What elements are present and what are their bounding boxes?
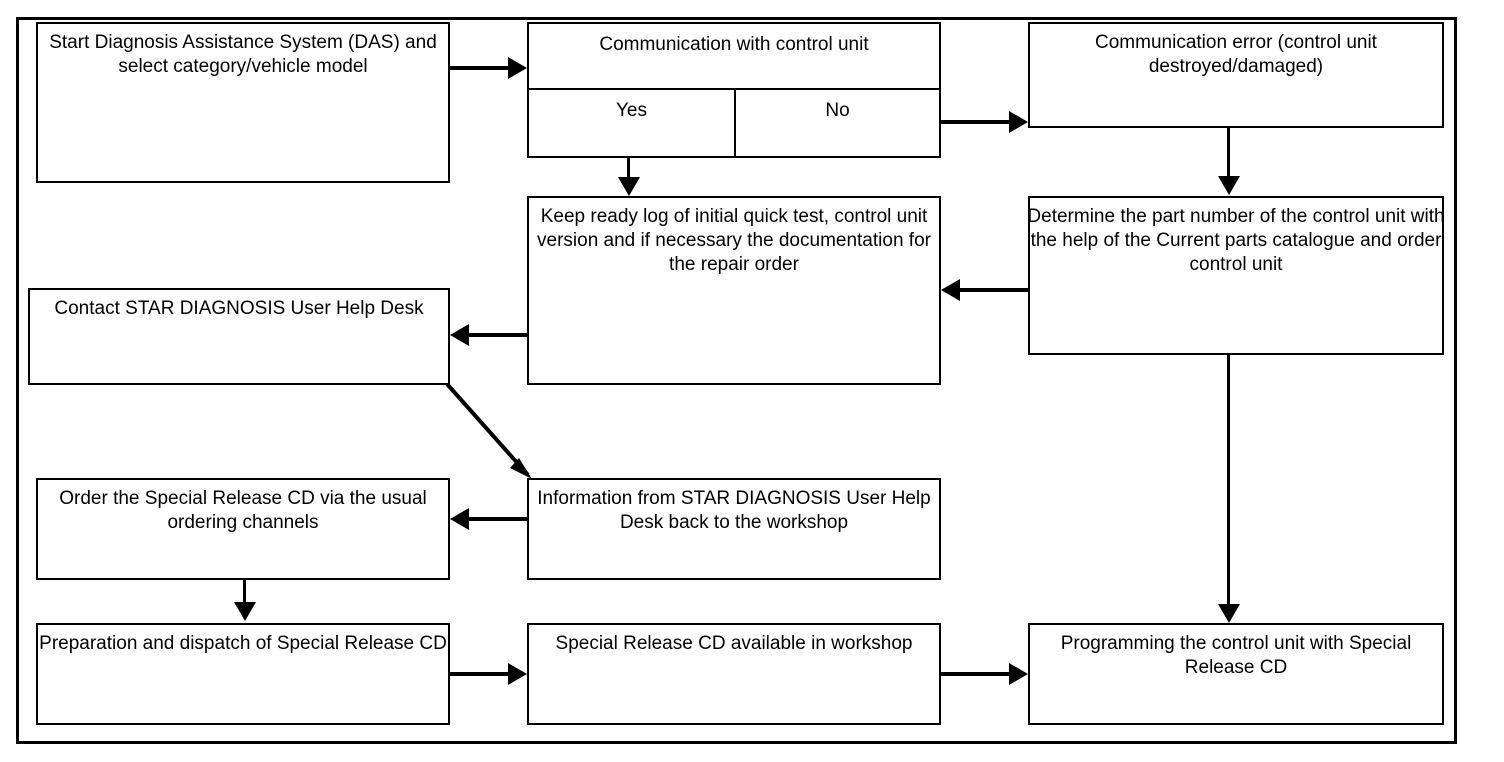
contact-help-desk-label: Contact STAR DIAGNOSIS User Help Desk	[54, 298, 424, 319]
edge-line	[960, 288, 1028, 292]
preparation-dispatch-node: Preparation and dispatch of Special Rele…	[36, 623, 450, 725]
keep-ready-log-node: Keep ready log of initial quick test, co…	[527, 196, 941, 385]
keep-ready-log-label: Keep ready log of initial quick test, co…	[537, 206, 931, 275]
edge-line	[1227, 128, 1230, 180]
edge-line	[243, 580, 246, 604]
programming-control-unit-label: Programming the control unit with Specia…	[1060, 633, 1412, 678]
programming-control-unit-node: Programming the control unit with Specia…	[1028, 623, 1444, 725]
communication-decision-node: Communication with control unit Yes No	[527, 22, 941, 158]
diagram-outer-border	[16, 17, 1457, 744]
determine-part-number-label: Determine the part number of the control…	[1027, 206, 1445, 275]
edge-contact-to-information-diagonal	[445, 382, 532, 479]
information-back-to-workshop-label: Information from STAR DIAGNOSIS User Hel…	[537, 488, 931, 533]
communication-decision-options: Yes No	[529, 90, 939, 156]
edge-line	[450, 66, 512, 70]
edge-line	[627, 158, 630, 183]
decision-option-yes[interactable]: Yes	[529, 90, 734, 156]
contact-help-desk-node: Contact STAR DIAGNOSIS User Help Desk	[28, 288, 450, 385]
decision-option-yes-label: Yes	[616, 100, 647, 121]
arrowhead-left-icon	[450, 324, 469, 346]
edge-line	[941, 120, 1013, 124]
edge-line	[468, 517, 527, 521]
start-diagnosis-label: Start Diagnosis Assistance System (DAS) …	[49, 32, 437, 77]
arrowhead-down-icon	[234, 602, 256, 621]
arrowhead-diagonal-icon	[510, 458, 532, 479]
edge-line	[1227, 355, 1230, 608]
arrowhead-right-icon	[1009, 663, 1028, 685]
order-special-release-cd-label: Order the Special Release CD via the usu…	[59, 488, 427, 533]
cd-available-label: Special Release CD available in workshop	[555, 633, 913, 654]
arrowhead-right-icon	[1009, 111, 1028, 133]
decision-option-no-label: No	[825, 100, 850, 121]
edge-line	[450, 672, 512, 676]
start-diagnosis-node: Start Diagnosis Assistance System (DAS) …	[36, 22, 450, 183]
arrowhead-down-icon	[618, 177, 640, 196]
arrowhead-left-icon	[450, 508, 469, 530]
cd-available-node: Special Release CD available in workshop	[527, 623, 941, 725]
information-back-to-workshop-node: Information from STAR DIAGNOSIS User Hel…	[527, 478, 941, 580]
arrowhead-down-icon	[1218, 176, 1240, 195]
communication-error-label: Communication error (control unit destro…	[1095, 32, 1377, 77]
edge-line	[445, 382, 530, 477]
communication-decision-label: Communication with control unit	[599, 34, 869, 55]
communication-error-node: Communication error (control unit destro…	[1028, 22, 1444, 128]
edge-line	[941, 672, 1013, 676]
arrowhead-right-icon	[508, 663, 527, 685]
arrowhead-left-icon	[941, 279, 960, 301]
edge-line	[468, 333, 527, 337]
communication-decision-header: Communication with control unit	[529, 24, 939, 90]
determine-part-number-node: Determine the part number of the control…	[1027, 196, 1445, 355]
arrowhead-down-icon	[1218, 604, 1240, 623]
preparation-dispatch-label: Preparation and dispatch of Special Rele…	[39, 633, 447, 654]
decision-option-no[interactable]: No	[734, 90, 939, 156]
arrowhead-right-icon	[508, 57, 527, 79]
order-special-release-cd-node: Order the Special Release CD via the usu…	[36, 478, 450, 580]
